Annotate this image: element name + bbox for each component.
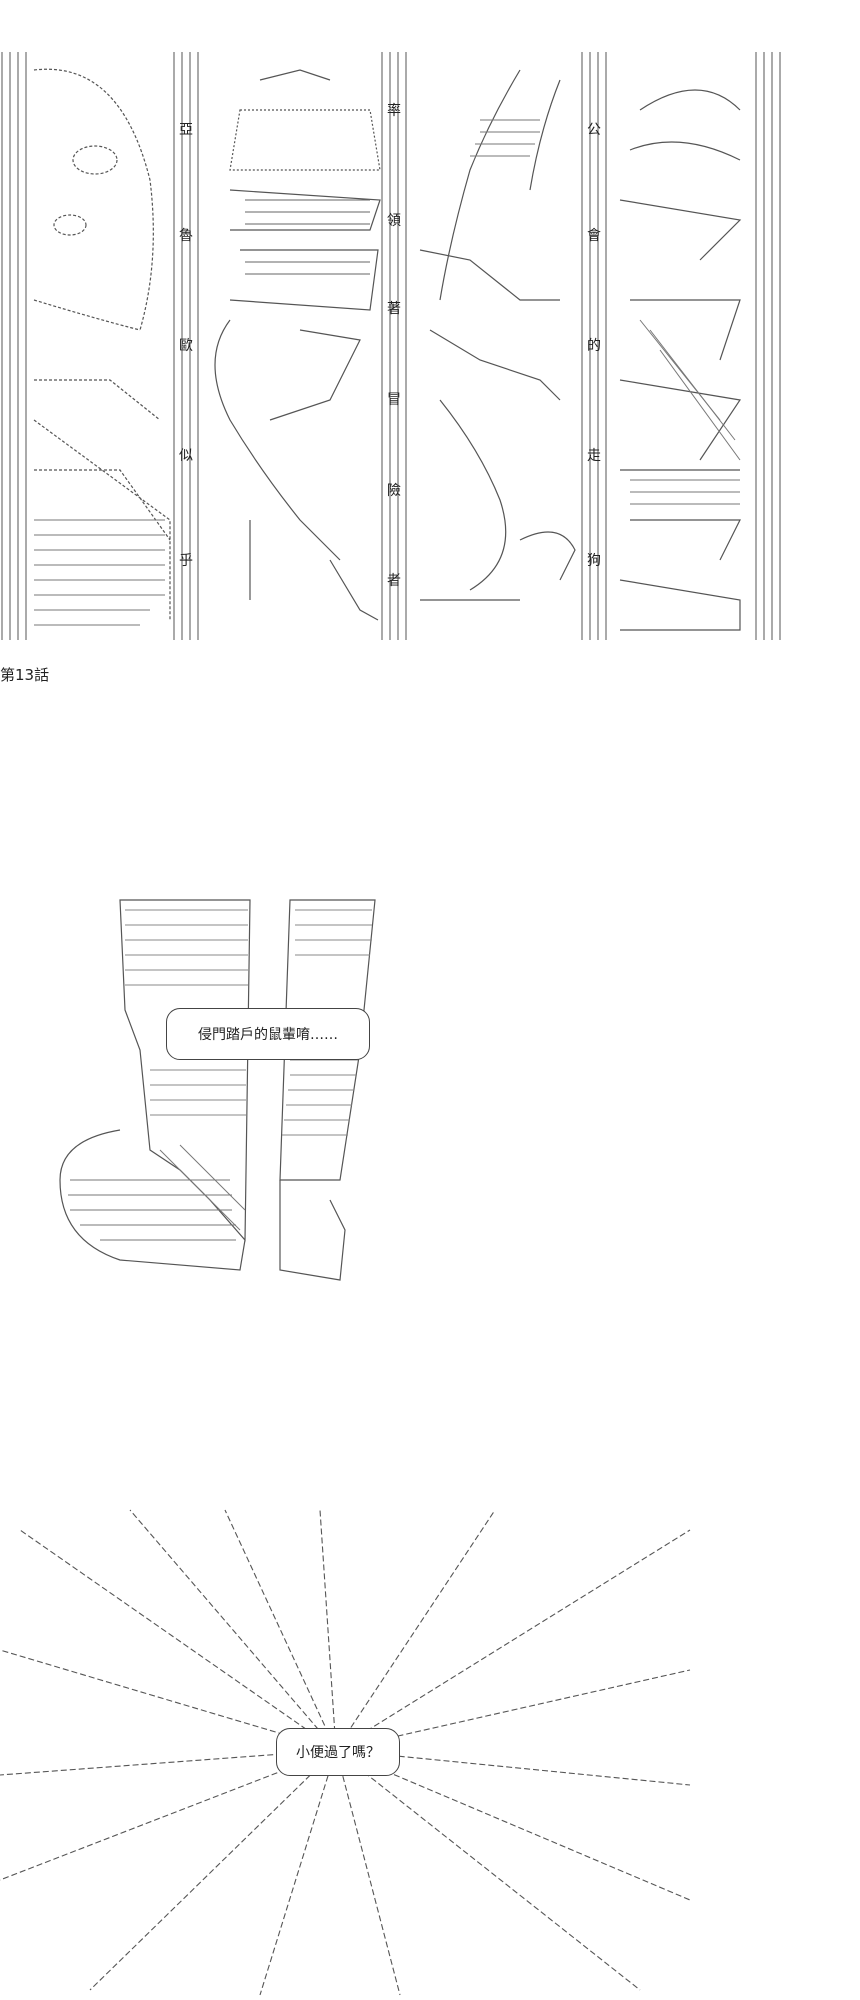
title-char: 著 [387,301,401,317]
title-char: 者 [387,573,401,589]
chapter-label: 第13話 [0,666,50,684]
boot-hatching [68,1144,246,1241]
speech-text: 侵門踏戶的鼠輩唷…… [198,1027,338,1043]
figure-round-head-shading [34,519,165,626]
title-char: 走 [587,448,601,464]
title-char: 冒 [387,392,401,408]
title-char: 會 [587,228,601,244]
figure-tall-hat [419,69,576,601]
title-char: 狗 [587,553,601,569]
title-column-2: 歐 似 乎 [179,338,193,569]
title-char: 率 [387,102,401,119]
title-char: 領 [387,212,401,229]
figure-tall-hat-shading [470,119,540,157]
title-column-1: 亞 魯 [179,122,193,244]
title-char: 乎 [179,553,193,569]
title-char: 亞 [179,122,193,138]
title-column-3: 率 領 著 冒 險 者 [387,102,401,589]
figure-round-head [33,68,171,620]
title-char: 歐 [179,338,193,354]
figure-hound-hatching [630,319,741,505]
figure-knight [214,69,381,621]
burst-panel-art [0,1509,691,1996]
title-column-4: 公 會 的 走 狗 [587,122,601,569]
figure-knight-armor-pattern [245,199,370,275]
title-banner-art: 亞 魯 歐 似 乎 率 領 著 冒 險 者 公 會 的 走 狗 [1,52,781,640]
speech-text: 小便過了嗎？ [296,1745,380,1761]
leg-stripes [125,909,372,1136]
title-char: 險 [387,483,401,499]
hatch-strip-4 [581,52,607,640]
speech-bubble-question: 小便過了嗎？ [276,1728,400,1776]
hatch-strip-right [755,52,781,640]
hatch-strip-left [1,52,27,640]
boot-outline [59,1129,246,1271]
legs-panel-art [59,899,376,1281]
title-char: 魯 [179,228,193,244]
hatch-strip-2 [173,52,199,640]
speech-bubble-intruders: 侵門踏戶的鼠輩唷…… [166,1008,370,1060]
right-leg-outline [279,899,376,1181]
title-char: 似 [179,448,193,464]
title-char: 的 [587,338,601,354]
right-foot-outline [279,1180,346,1281]
hatch-strip-3 [381,52,407,640]
title-char: 公 [587,122,601,138]
figure-hound [619,89,742,631]
